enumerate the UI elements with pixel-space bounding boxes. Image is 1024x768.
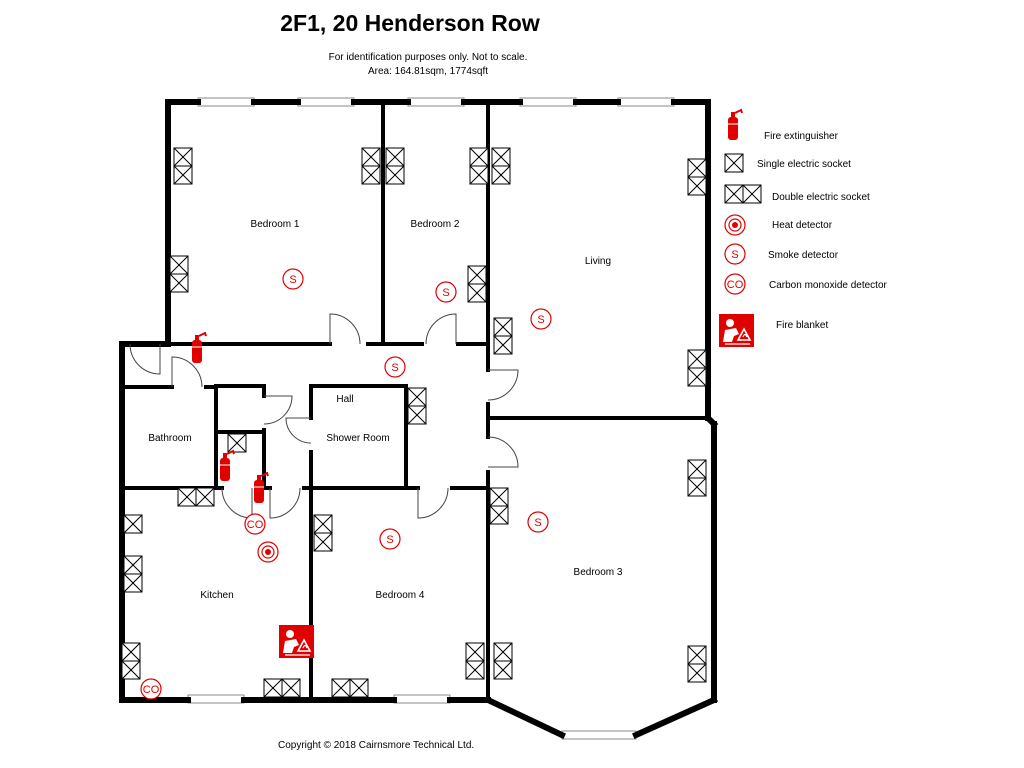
double-socket-icon bbox=[465, 642, 485, 662]
fire-blanket-icon bbox=[278, 624, 315, 659]
smoke-detector-icon: S bbox=[289, 274, 296, 286]
double-socket-icon bbox=[687, 459, 707, 479]
smoke-detector-icon: S bbox=[534, 517, 541, 529]
door-kitchen-a bbox=[221, 487, 253, 519]
double-socket-icon bbox=[687, 158, 707, 178]
double-socket-icon bbox=[263, 678, 283, 698]
fire-extinguisher-icon bbox=[191, 332, 207, 364]
double-socket-icon bbox=[173, 147, 193, 167]
room-label-kitchen: Kitchen bbox=[200, 590, 233, 601]
double-socket-icon bbox=[687, 349, 707, 369]
door-living bbox=[487, 369, 519, 401]
room-label-bedroom3: Bedroom 3 bbox=[574, 567, 623, 578]
room-label-bathroom: Bathroom bbox=[148, 433, 191, 444]
interior-walls bbox=[120, 100, 710, 702]
legend-heat-detector-label: Heat detector bbox=[772, 220, 833, 231]
double-socket-icon bbox=[177, 487, 197, 507]
double-socket-icon bbox=[469, 147, 489, 167]
legend-smoke-detector-icon: S bbox=[731, 249, 738, 261]
double-socket-icon bbox=[361, 147, 381, 167]
plan-area: Area: 164.81sqm, 1774sqft bbox=[367, 66, 489, 77]
legend: Fire extinguisher Single electric socket… bbox=[718, 109, 888, 348]
double-socket-icon bbox=[687, 645, 707, 665]
legend-fire-extinguisher-label: Fire extinguisher bbox=[764, 131, 839, 142]
smoke-detectors: S S S S S S bbox=[282, 268, 552, 550]
smoke-detector-icon: S bbox=[386, 534, 393, 546]
window bbox=[519, 97, 577, 107]
door-bedroom1 bbox=[329, 313, 361, 345]
single-socket-icon bbox=[123, 514, 143, 534]
double-socket-icon bbox=[123, 555, 143, 575]
double-socket-icon bbox=[331, 678, 351, 698]
double-socket-icon bbox=[385, 147, 405, 167]
sockets bbox=[121, 147, 707, 698]
double-socket-icon bbox=[121, 642, 141, 662]
double-socket-icon bbox=[491, 147, 511, 167]
door-bedroom3 bbox=[487, 436, 519, 468]
double-socket-icon bbox=[169, 255, 189, 275]
door-closet bbox=[263, 395, 293, 425]
door-bathroom bbox=[171, 356, 203, 388]
exterior-walls bbox=[119, 99, 719, 739]
double-socket-icon bbox=[493, 642, 513, 662]
legend-double-socket-icon bbox=[724, 184, 744, 204]
door-kitchen-b bbox=[269, 487, 301, 519]
heat-detector-icon bbox=[257, 541, 279, 563]
smoke-detector-icon: S bbox=[537, 314, 544, 326]
window bbox=[297, 97, 355, 107]
door-shower-room bbox=[285, 417, 312, 444]
double-socket-icon bbox=[467, 265, 487, 285]
legend-heat-detector-icon bbox=[724, 214, 746, 236]
legend-single-socket-label: Single electric socket bbox=[757, 159, 851, 170]
window bbox=[407, 97, 465, 107]
double-socket-icon bbox=[407, 387, 427, 407]
plan-disclaimer: For identification purposes only. Not to… bbox=[328, 52, 528, 63]
legend-fire-extinguisher-icon bbox=[727, 109, 743, 141]
legend-co-detector-icon: CO bbox=[727, 279, 744, 291]
window bbox=[617, 97, 675, 107]
co-detector-icon: CO bbox=[247, 519, 264, 531]
double-socket-icon bbox=[493, 317, 513, 337]
legend-fire-blanket-icon bbox=[718, 313, 755, 348]
double-socket-icon bbox=[313, 514, 333, 534]
window bbox=[561, 730, 637, 740]
legend-smoke-detector-label: Smoke detector bbox=[768, 250, 839, 261]
room-label-living: Living bbox=[585, 256, 611, 267]
window bbox=[187, 694, 245, 704]
room-labels: Bedroom 1 Bedroom 2 Living Hall Bathroom… bbox=[148, 219, 623, 601]
door-entrance bbox=[129, 343, 161, 375]
window bbox=[197, 97, 255, 107]
room-label-hall: Hall bbox=[336, 394, 353, 405]
single-socket-icon bbox=[227, 433, 247, 453]
window bbox=[393, 694, 451, 704]
door-bedroom2 bbox=[425, 313, 457, 345]
legend-single-socket-icon bbox=[724, 153, 744, 173]
fire-extinguisher-icon bbox=[219, 450, 235, 482]
legend-double-socket-label: Double electric socket bbox=[772, 192, 870, 203]
door-bedroom4 bbox=[417, 487, 449, 519]
room-label-bedroom2: Bedroom 2 bbox=[411, 219, 460, 230]
room-label-shower-room: Shower Room bbox=[326, 433, 389, 444]
co-detector-icon: CO bbox=[143, 684, 160, 696]
legend-fire-blanket-label: Fire blanket bbox=[776, 320, 828, 331]
room-label-bedroom1: Bedroom 1 bbox=[251, 219, 300, 230]
room-label-bedroom4: Bedroom 4 bbox=[376, 590, 425, 601]
copyright-notice: Copyright © 2018 Cairnsmore Technical Lt… bbox=[278, 740, 475, 751]
co-detectors: CO CO bbox=[140, 513, 266, 700]
plan-title: 2F1, 20 Henderson Row bbox=[280, 10, 540, 36]
smoke-detector-icon: S bbox=[442, 287, 449, 299]
legend-co-detector-label: Carbon monoxide detector bbox=[769, 280, 888, 291]
doors bbox=[129, 313, 519, 519]
double-socket-icon bbox=[489, 487, 509, 507]
smoke-detector-icon: S bbox=[391, 362, 398, 374]
